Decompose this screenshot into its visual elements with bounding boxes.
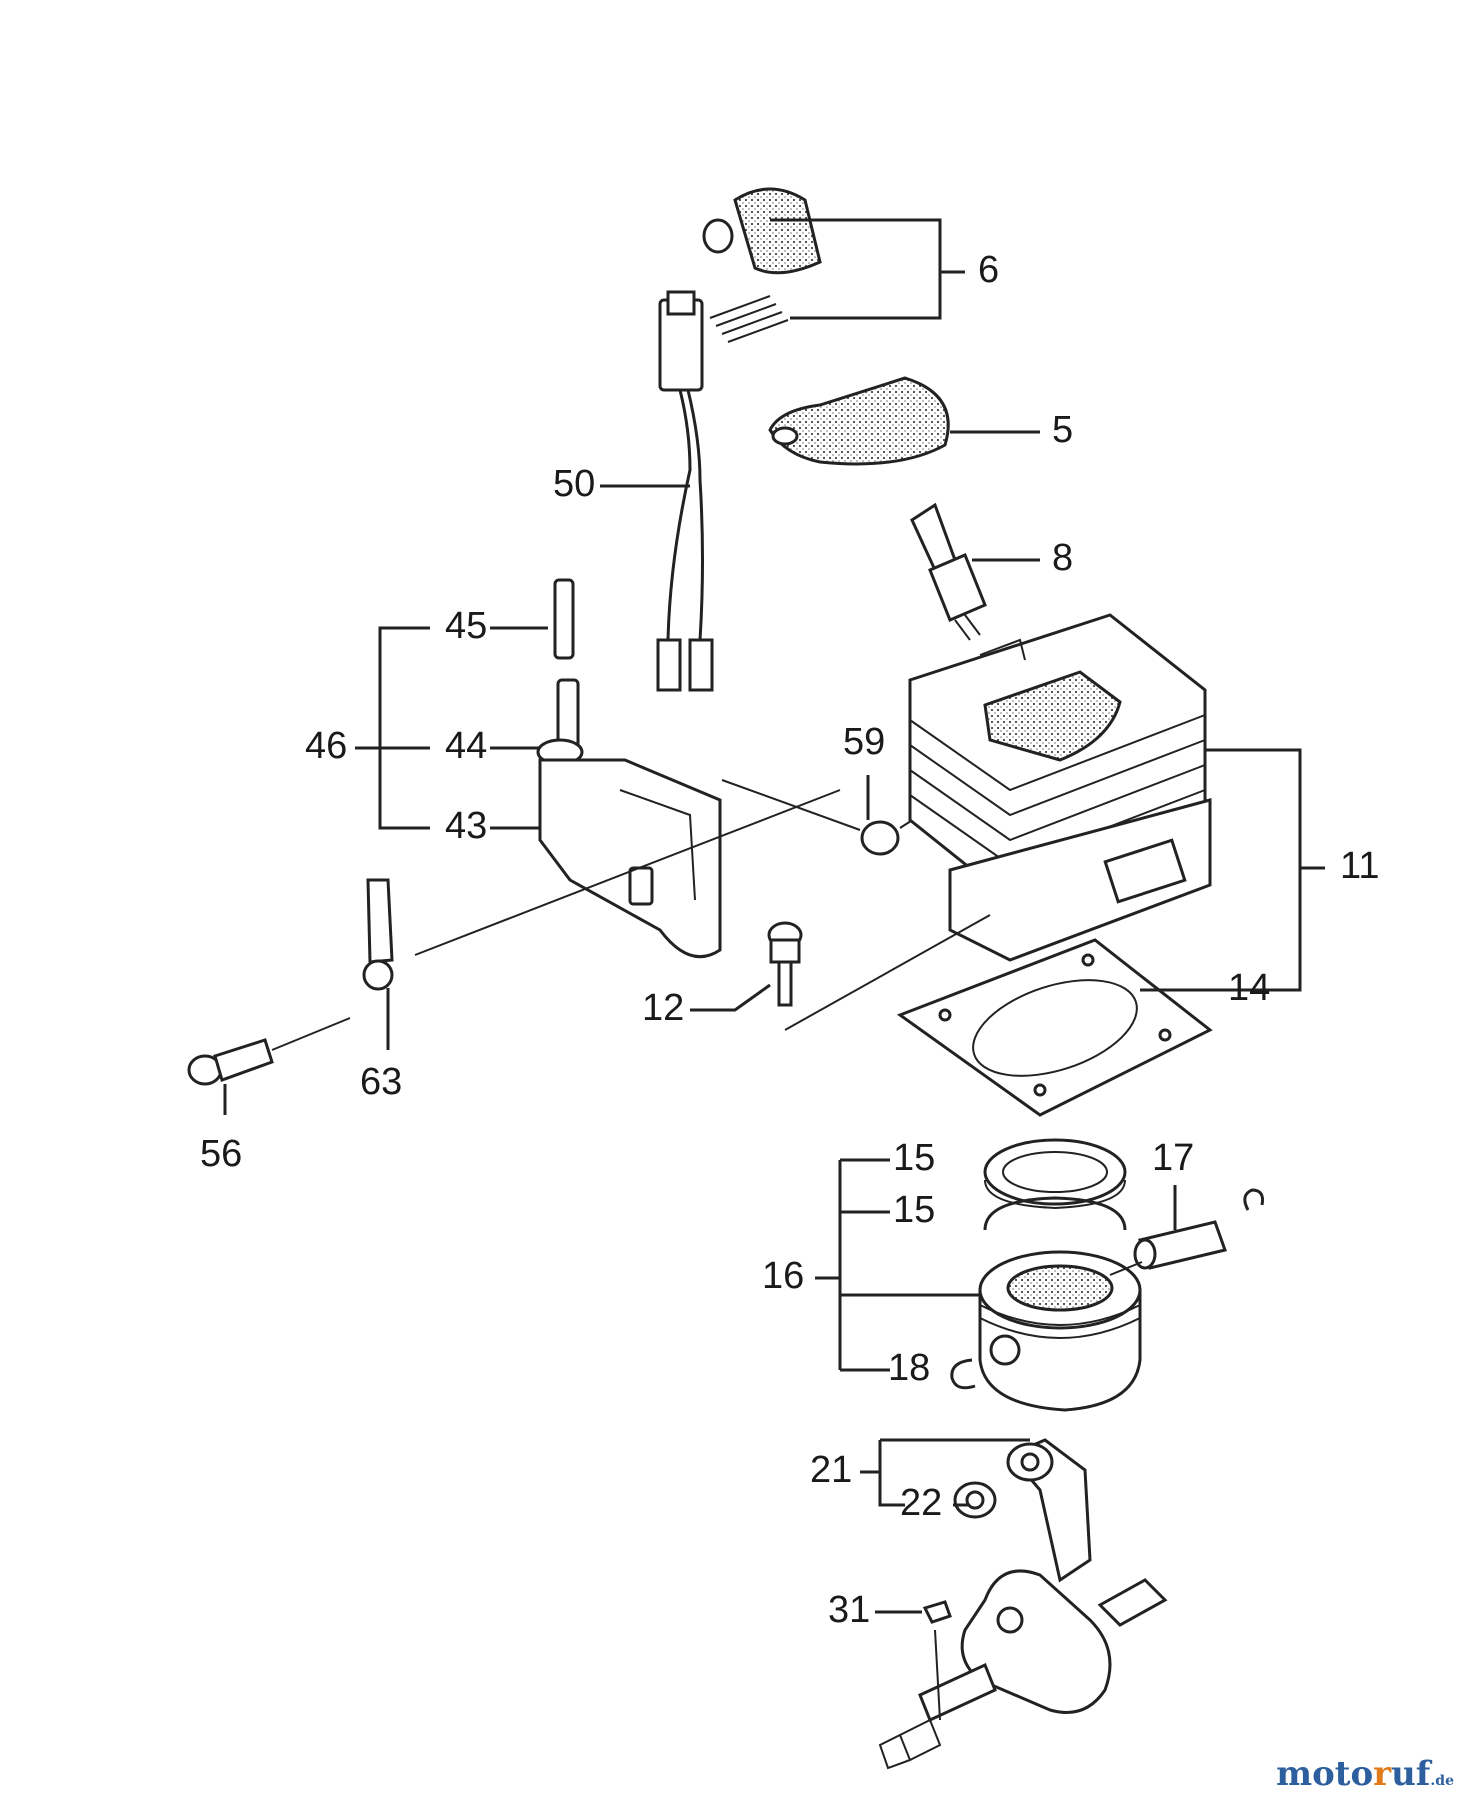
label-18: 18 — [888, 1347, 930, 1389]
watermark-part3: uf — [1391, 1754, 1431, 1794]
watermark-part2: r — [1373, 1754, 1392, 1794]
cover-part — [768, 376, 950, 466]
bearing-part — [953, 1481, 997, 1519]
label-14: 14 — [1228, 967, 1270, 1009]
bracket-46 — [355, 626, 430, 830]
site-watermark: motoruf.de — [1276, 1754, 1454, 1794]
label-17: 17 — [1152, 1137, 1194, 1179]
label-44: 44 — [445, 725, 487, 767]
explode-line-31 — [934, 1629, 941, 1721]
ignition-module-part — [536, 578, 722, 959]
label-6: 6 — [978, 249, 999, 291]
explode-line-56 — [271, 1017, 351, 1051]
label-22: 22 — [900, 1482, 942, 1524]
piston-rings-part — [983, 1138, 1127, 1231]
piston-pin-part — [1133, 1220, 1227, 1270]
label-50: 50 — [553, 463, 595, 505]
label-21: 21 — [810, 1449, 852, 1491]
spark-plug-cap-part — [702, 187, 822, 343]
label-63: 63 — [360, 1061, 402, 1103]
spark-plug-part — [910, 502, 987, 641]
explode-line-17 — [1109, 1261, 1143, 1276]
explode-line-12 — [784, 914, 991, 1031]
label-46: 46 — [305, 725, 347, 767]
leader-12 — [690, 983, 771, 1012]
crankshaft-part — [878, 1438, 1168, 1770]
bolt-part — [767, 921, 803, 1007]
leader-16 — [815, 1276, 980, 1297]
circlip-17-part — [1243, 1188, 1264, 1211]
label-5: 5 — [1052, 409, 1073, 451]
key-part — [922, 1600, 952, 1624]
label-15b: 15 — [893, 1189, 935, 1231]
bracket-21 — [860, 1438, 1030, 1507]
washer-part — [860, 820, 900, 856]
label-59: 59 — [843, 721, 885, 763]
label-31: 31 — [828, 1589, 870, 1631]
screw-part — [187, 1038, 274, 1086]
label-12: 12 — [642, 987, 684, 1029]
circlip-18-part — [950, 1358, 976, 1390]
explode-line-59 — [721, 779, 926, 831]
label-16: 16 — [762, 1255, 804, 1297]
label-56: 56 — [200, 1133, 242, 1175]
watermark-suffix: .de — [1430, 1773, 1454, 1789]
label-8: 8 — [1052, 537, 1073, 579]
leader-11 — [1205, 748, 1325, 992]
gasket-part — [896, 938, 1213, 1117]
ignition-lead-part — [656, 290, 714, 692]
piston-part — [978, 1250, 1142, 1412]
label-11: 11 — [1340, 845, 1379, 887]
leader-15a — [838, 1158, 890, 1370]
strap-part — [362, 878, 394, 991]
cylinder-part — [908, 613, 1212, 962]
watermark-part1: moto — [1276, 1754, 1374, 1794]
label-43: 43 — [445, 805, 487, 847]
explode-line-63 — [414, 789, 841, 956]
label-45: 45 — [445, 605, 487, 647]
label-15a: 15 — [893, 1137, 935, 1179]
leader-6 — [770, 218, 965, 320]
